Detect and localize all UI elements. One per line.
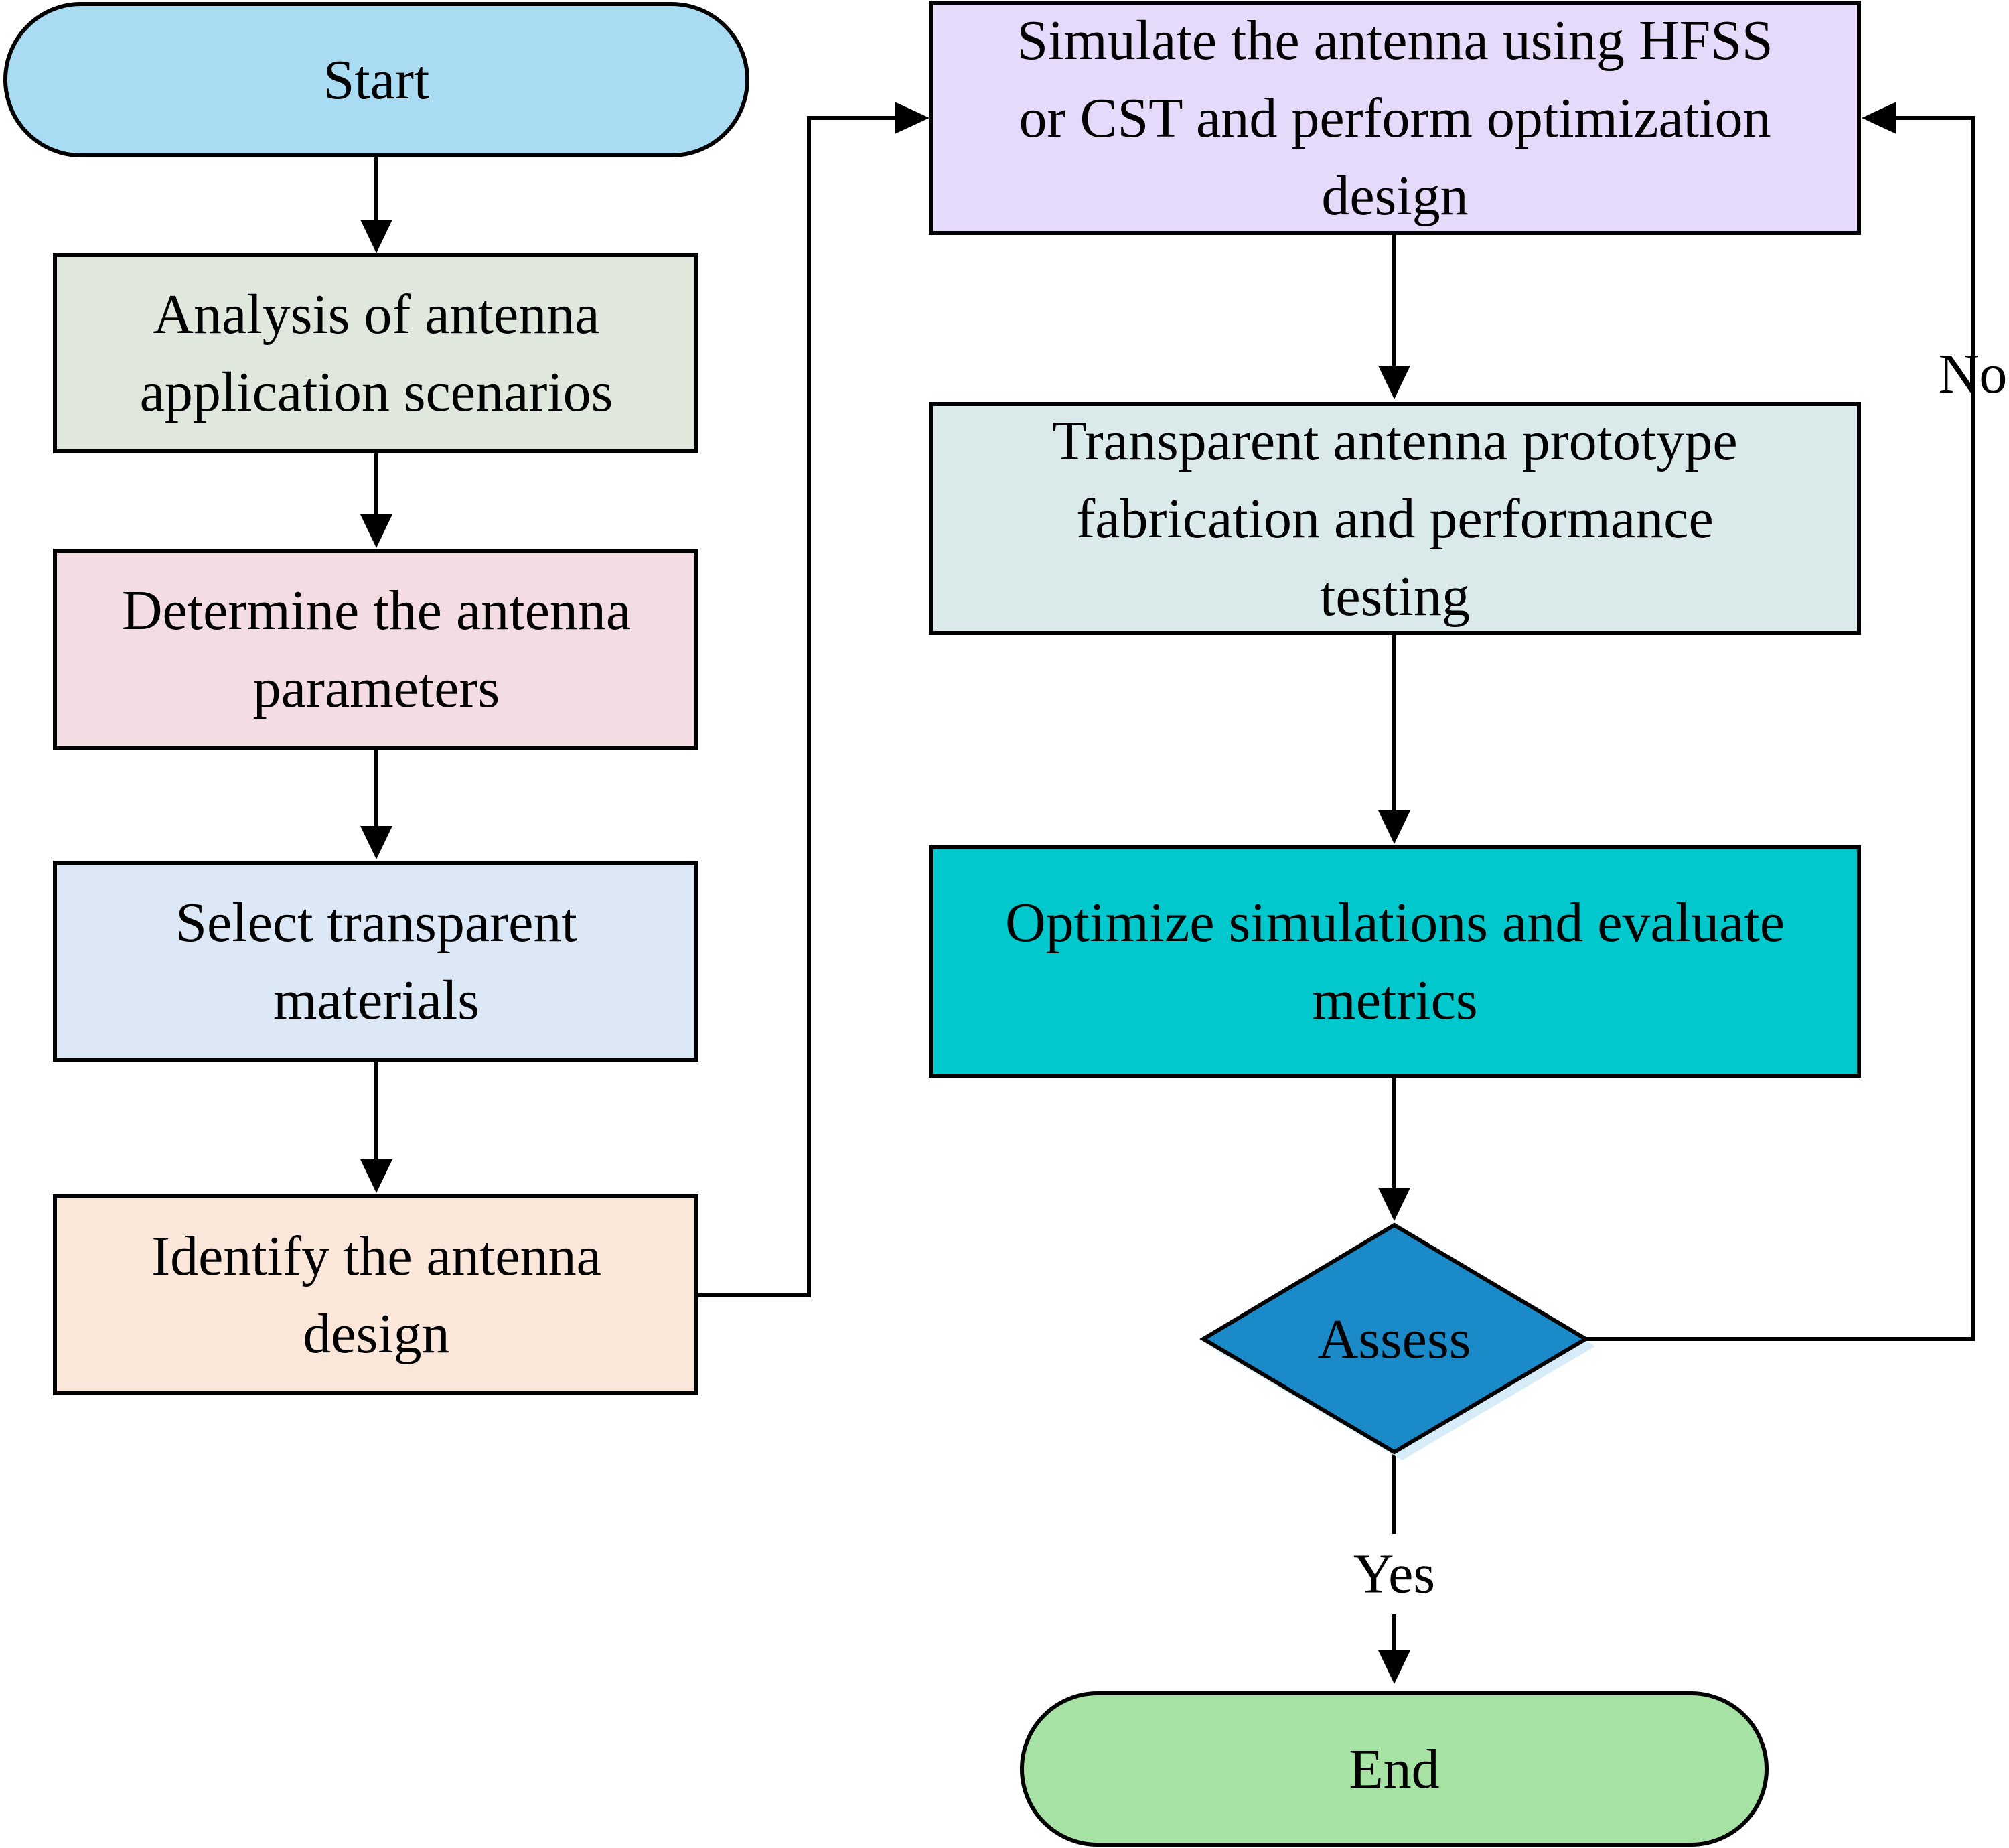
arrowhead-left-icon: [1862, 102, 1896, 134]
analysis-process-box: [53, 253, 698, 453]
fabrication-label: Transparent antenna prototype fabrication…: [1052, 410, 1737, 628]
start-label: Start: [323, 49, 430, 111]
arrowhead-down-icon: [1378, 366, 1410, 399]
node-label-line: application scenarios: [140, 361, 613, 423]
node-label-line: Determine the antenna: [122, 579, 631, 642]
node-label-line: Assess: [1318, 1308, 1471, 1370]
arrowhead-down-icon: [360, 220, 392, 253]
node-label-line: fabrication and performance: [1076, 488, 1713, 550]
connectors: [374, 116, 1975, 1652]
node-label-line: End: [1349, 1738, 1439, 1800]
node-label-line: design: [303, 1303, 449, 1365]
arrowhead-down-icon: [360, 514, 392, 548]
identify-process-box: [53, 1194, 698, 1395]
node-label-line: or CST and perform optimization: [1019, 87, 1771, 149]
analysis-label: Analysis of antenna application scenarios: [140, 283, 613, 423]
node-analysis: Analysis of antenna application scenarios: [53, 253, 698, 453]
arrowhead-down-icon: [1378, 1188, 1410, 1221]
determine-process-box: [53, 549, 698, 750]
node-label-line: Analysis of antenna: [153, 283, 599, 346]
edge-label-yes: Yes: [1353, 1543, 1435, 1606]
end-label: End: [1349, 1738, 1439, 1800]
assess-decision-diamond: [1199, 1222, 1590, 1455]
arrowhead-down-icon: [1378, 1650, 1410, 1684]
node-label-line: Transparent antenna prototype: [1052, 410, 1737, 472]
node-label-line: Optimize simulations and evaluate: [1005, 892, 1785, 954]
simulate-label: Simulate the antenna using HFSS or CST an…: [1017, 9, 1773, 227]
node-label-line: metrics: [1312, 969, 1477, 1032]
node-select: Select transparent materials: [53, 861, 698, 1062]
arrowhead-right-icon: [895, 102, 929, 134]
node-identify: Identify the antenna design: [53, 1194, 698, 1395]
arrowheads: [360, 102, 1896, 1684]
node-label-line: design: [1321, 165, 1468, 227]
end-terminator-shape: [1020, 1691, 1769, 1847]
edge-label-no: No: [1939, 343, 2008, 405]
optimize-process-box: [929, 845, 1861, 1078]
fabrication-process-box: [929, 402, 1861, 635]
node-fabrication: Transparent antenna prototype fabrication…: [929, 402, 1861, 635]
assess-label: Assess: [1318, 1308, 1471, 1370]
arrowhead-down-icon: [360, 826, 392, 859]
determine-label: Determine the antenna parameters: [122, 579, 631, 719]
node-determine: Determine the antenna parameters: [53, 549, 698, 750]
edge-identify-to-simulate: [696, 116, 897, 1297]
optimize-label: Optimize simulations and evaluate metrics: [1005, 892, 1785, 1032]
node-end: End: [1020, 1691, 1769, 1847]
edge-assess-no-loop: [1586, 116, 1975, 1341]
identify-label: Identify the antenna design: [151, 1225, 601, 1365]
simulate-process-box: [929, 1, 1861, 235]
node-optimize: Optimize simulations and evaluate metrics: [929, 845, 1861, 1078]
node-label-line: parameters: [253, 657, 500, 719]
node-label-line: Identify the antenna: [151, 1225, 601, 1287]
node-assess: Assess: [1199, 1222, 1595, 1460]
node-simulate: Simulate the antenna using HFSS or CST an…: [929, 1, 1861, 235]
arrowhead-down-icon: [1378, 810, 1410, 844]
select-label: Select transparent materials: [175, 892, 577, 1032]
node-label-line: testing: [1320, 565, 1470, 628]
arrowhead-down-icon: [360, 1159, 392, 1193]
select-process-box: [53, 861, 698, 1062]
node-start: Start: [3, 2, 749, 157]
node-label-line: materials: [273, 969, 479, 1032]
node-label-line: Select transparent: [175, 892, 577, 954]
node-label-line: Start: [323, 49, 430, 111]
node-label-line: Simulate the antenna using HFSS: [1017, 9, 1773, 72]
start-terminator-shape: [3, 2, 749, 157]
